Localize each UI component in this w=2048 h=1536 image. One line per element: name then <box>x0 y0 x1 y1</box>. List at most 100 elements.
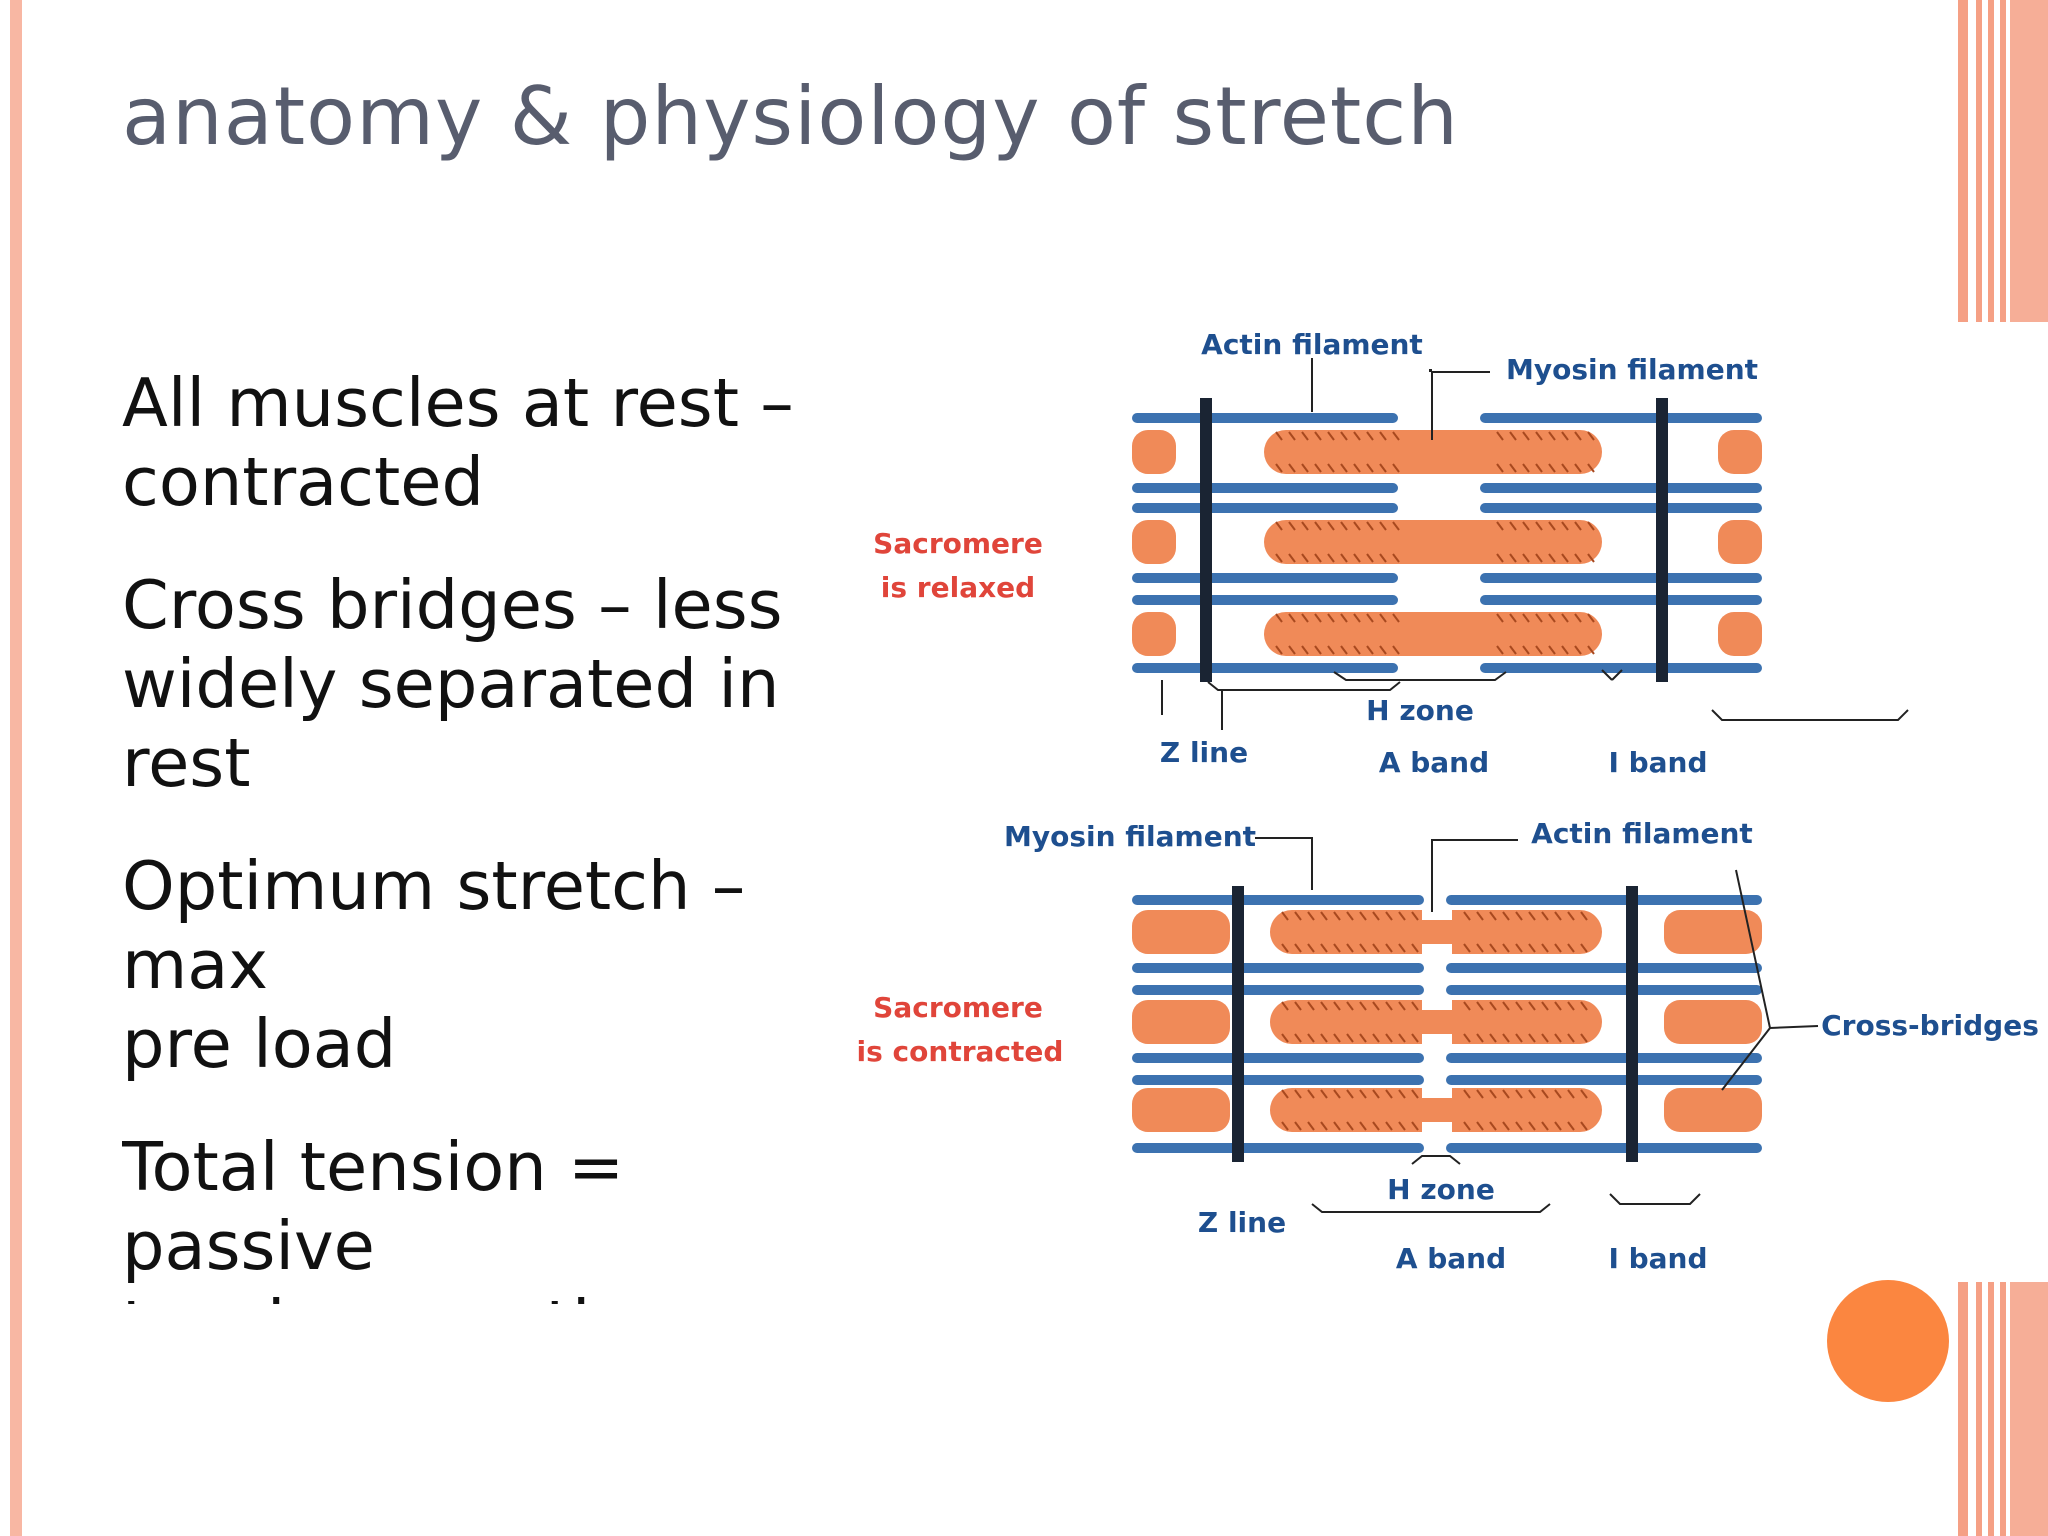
cross-bridge <box>1522 521 1530 531</box>
cross-bridge <box>1541 1089 1549 1099</box>
cross-bridge <box>1340 463 1348 473</box>
cross-bridge <box>1509 431 1517 441</box>
cross-bridge <box>1353 613 1361 623</box>
cross-bridge <box>1327 521 1335 531</box>
cross-bridge <box>1541 1001 1549 1011</box>
cross-bridge <box>1476 943 1484 953</box>
cross-bridge <box>1385 911 1393 921</box>
cross-bridge <box>1385 1089 1393 1099</box>
actin-filament <box>1132 895 1424 905</box>
cross-bridge <box>1496 553 1504 563</box>
contracted-myosin-label: Myosin filament <box>1004 820 1256 853</box>
cross-bridge <box>1366 645 1374 655</box>
cross-bridge <box>1275 463 1283 473</box>
sarcomere-diagram: Actin filament Myosin filament Sacromere… <box>850 320 2048 1300</box>
cross-bridge <box>1353 645 1361 655</box>
cross-bridge <box>1496 645 1504 655</box>
cross-bridge <box>1587 613 1595 623</box>
cross-bridge <box>1515 1001 1523 1011</box>
cross-bridge <box>1535 553 1543 563</box>
relaxed-a-band-label: A band <box>1379 746 1489 779</box>
cross-bridge <box>1554 1121 1562 1131</box>
cross-bridge <box>1327 645 1335 655</box>
cross-bridge <box>1541 1033 1549 1043</box>
cross-bridge <box>1567 1001 1575 1011</box>
cross-bridge <box>1567 911 1575 921</box>
cross-bridge <box>1496 431 1504 441</box>
cross-bridge <box>1392 521 1400 531</box>
cross-bridge <box>1541 911 1549 921</box>
myosin-filament <box>1270 910 1602 954</box>
bullet-item: Cross bridges – less widely separated in… <box>122 566 783 802</box>
cross-bridge <box>1567 1033 1575 1043</box>
cross-bridge <box>1574 521 1582 531</box>
slide-title: anatomy & physiology of stretch <box>122 70 1459 163</box>
cross-bridge <box>1580 1033 1588 1043</box>
actin-filament <box>1446 963 1762 973</box>
cross-bridge <box>1411 943 1419 953</box>
cross-bridge <box>1392 613 1400 623</box>
h-zone-gap <box>1422 910 1452 920</box>
cross-bridge <box>1476 1033 1484 1043</box>
cross-bridge <box>1522 463 1530 473</box>
cross-bridge <box>1502 1033 1510 1043</box>
actin-filament <box>1446 985 1762 995</box>
cross-bridge <box>1580 1121 1588 1131</box>
cross-bridge <box>1281 1089 1289 1099</box>
cross-bridge <box>1353 463 1361 473</box>
cross-bridge <box>1346 1033 1354 1043</box>
cross-bridge <box>1580 943 1588 953</box>
actin-filament <box>1480 483 1762 493</box>
cross-bridge <box>1515 1089 1523 1099</box>
z-line <box>1200 398 1212 682</box>
cross-bridge <box>1340 645 1348 655</box>
actin-filament <box>1132 595 1398 605</box>
cross-bridge <box>1314 463 1322 473</box>
cross-bridge <box>1294 1001 1302 1011</box>
contracted-sarcomere-panel: Myosin filament Actin filament Cross-bri… <box>857 817 2039 1275</box>
cross-bridge <box>1489 1033 1497 1043</box>
cross-bridge <box>1320 1121 1328 1131</box>
cross-bridge <box>1294 1121 1302 1131</box>
actin-filament <box>1132 573 1398 583</box>
cross-bridge <box>1333 1001 1341 1011</box>
cross-bridge <box>1340 521 1348 531</box>
cross-bridge <box>1509 521 1517 531</box>
contracted-state-label: is contracted <box>857 1035 1064 1068</box>
cross-bridge <box>1587 431 1595 441</box>
cross-bridge <box>1275 645 1283 655</box>
cross-bridge <box>1476 1089 1484 1099</box>
cross-bridge <box>1548 553 1556 563</box>
myosin-filament-edge <box>1132 612 1176 656</box>
cross-bridge <box>1522 431 1530 441</box>
cross-bridge <box>1528 1033 1536 1043</box>
cross-bridge <box>1333 1089 1341 1099</box>
contracted-z-line-label: Z line <box>1198 1206 1286 1239</box>
myosin-filament <box>1264 612 1602 656</box>
cross-bridge <box>1372 1033 1380 1043</box>
contracted-state-label: Sacromere <box>873 991 1043 1024</box>
cross-bridge <box>1548 463 1556 473</box>
cross-bridge <box>1372 1001 1380 1011</box>
cross-bridge <box>1281 1033 1289 1043</box>
cross-bridge <box>1314 645 1322 655</box>
cross-bridge <box>1522 553 1530 563</box>
cross-bridge <box>1515 943 1523 953</box>
cross-bridge <box>1463 1033 1471 1043</box>
cross-bridge <box>1548 645 1556 655</box>
cross-bridge <box>1561 521 1569 531</box>
actin-filament <box>1480 573 1762 583</box>
myosin-filament-edge <box>1718 612 1762 656</box>
actin-filament <box>1446 1075 1762 1085</box>
cross-bridge <box>1567 943 1575 953</box>
cross-bridge <box>1379 613 1387 623</box>
cross-bridge <box>1346 1089 1354 1099</box>
myosin-filament-edge <box>1664 1000 1762 1044</box>
actin-filament <box>1132 1075 1424 1085</box>
cross-bridge <box>1288 645 1296 655</box>
cross-bridge <box>1554 1033 1562 1043</box>
cross-bridge <box>1535 613 1543 623</box>
cross-bridge <box>1307 1001 1315 1011</box>
cross-bridge <box>1515 1033 1523 1043</box>
cross-bridge <box>1307 1089 1315 1099</box>
